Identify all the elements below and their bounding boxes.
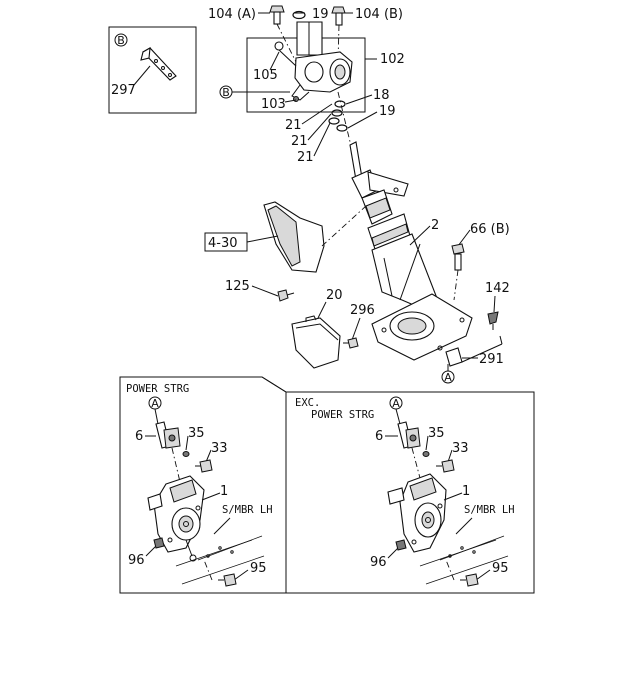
callout-19a: 19 (312, 7, 329, 22)
right-callout-95: 95 (492, 561, 509, 576)
callout-104a: 104 (A) (208, 7, 256, 22)
callout-105: 105 (253, 68, 278, 83)
callout-19b: 19 (379, 104, 396, 119)
right-callout-1: 1 (462, 484, 470, 499)
callout-102: 102 (380, 52, 405, 67)
marker-b-inset: B (117, 34, 125, 47)
left-callout-96: 96 (128, 553, 145, 568)
right-panel-title-line1: EXC. (295, 397, 320, 409)
callout-104b: 104 (B) (355, 7, 403, 22)
right-panel-title-line2: POWER STRG (311, 409, 374, 421)
left-callout-33: 33 (211, 441, 228, 456)
marker-a-main: A (444, 371, 452, 384)
right-callout-35: 35 (428, 426, 445, 441)
right-callout-33: 33 (452, 441, 469, 456)
callout-21b: 21 (291, 134, 308, 149)
callout-2: 2 (431, 218, 439, 233)
marker-a-right: A (392, 397, 400, 410)
callout-4-30: 4-30 (208, 236, 238, 251)
callout-21c: 21 (297, 150, 314, 165)
right-panel-exc-power-strg: EXC. POWER STRG A 6 35 33 1 S/MBR LH (295, 396, 515, 587)
left-callout-6: 6 (135, 429, 143, 444)
left-callout-1: 1 (220, 484, 228, 499)
left-callout-95: 95 (250, 561, 267, 576)
callout-20: 20 (326, 288, 343, 303)
marker-b-main: B (222, 86, 230, 99)
callout-142: 142 (485, 281, 510, 296)
top-assembly: 104 (A) 19 104 (B) 102 105 B (208, 5, 405, 165)
right-callout-6: 6 (375, 429, 383, 444)
callout-297: 297 (111, 83, 136, 98)
callout-66b: 66 (B) (470, 222, 510, 237)
inset-box-297: B 297 (108, 26, 197, 114)
callout-291: 291 (479, 352, 504, 367)
callout-296: 296 (350, 303, 375, 318)
callout-125: 125 (225, 279, 250, 294)
right-smbr-label: S/MBR LH (464, 504, 515, 516)
bracket-and-cover: 4-30 125 20 296 (204, 201, 375, 369)
marker-a-left: A (151, 397, 159, 410)
lower-panels-frame (119, 376, 535, 594)
steering-column: 2 (349, 141, 473, 361)
left-smbr-label: S/MBR LH (222, 504, 273, 516)
callout-18: 18 (373, 88, 390, 103)
right-callout-96: 96 (370, 555, 387, 570)
callout-103: 103 (261, 97, 286, 112)
left-callout-35: 35 (188, 426, 205, 441)
left-panel-title: POWER STRG (126, 383, 189, 395)
side-fasteners: 66 (B) 142 291 A (441, 222, 510, 384)
callout-21a: 21 (285, 118, 302, 133)
left-panel-power-strg: POWER STRG A 6 35 33 1 S/MBR LH (126, 383, 273, 587)
